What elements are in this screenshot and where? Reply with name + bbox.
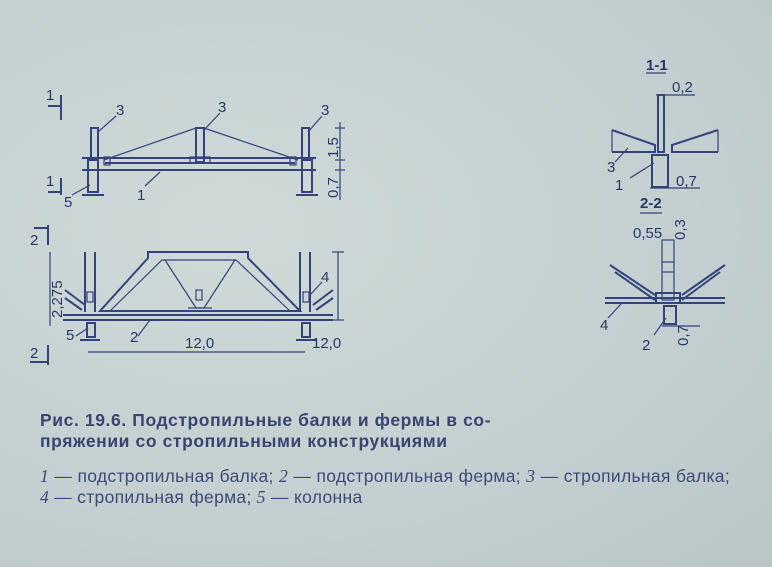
rafter-beam-left [90, 127, 99, 161]
dim-sec1-base: 0,7 [676, 173, 697, 190]
structural-diagram: 3 3 3 1 5 1 1 1,5 0,7 1-1 0,2 0,7 3 1 [30, 57, 726, 365]
section-2-2: 2-2 0,55 0,3 0,7 4 2 [600, 195, 726, 354]
legend-num-3: 3 [526, 466, 536, 486]
label-3-left: 3 [116, 102, 124, 119]
section-1-1: 1-1 0,2 0,7 3 1 [607, 57, 719, 194]
label-5-truss: 5 [66, 327, 74, 344]
dim-beam-base: 0,7 [325, 177, 342, 198]
column-right [301, 159, 313, 193]
label-3-right: 3 [321, 102, 329, 119]
section-mark-1-top: 1 [46, 87, 54, 104]
legend-num-4: 4 [40, 487, 50, 507]
dim-sec2-b: 0,3 [672, 219, 689, 240]
legend-text-1: — подстропильная балка; [49, 466, 279, 486]
legend-text-4: — стропильная ферма; [49, 487, 257, 507]
dim-span-right: 12,0 [312, 335, 341, 352]
dim-sec2-a: 0,55 [633, 225, 662, 242]
sec2-label-4: 4 [600, 317, 608, 334]
dim-span: 12,0 [185, 335, 214, 352]
legend-text-3: — стропильная балка; [535, 466, 730, 486]
legend-num-2: 2 [278, 466, 289, 486]
legend-text-2: — подстропильная ферма; [288, 466, 527, 486]
section-mark-1-bottom: 1 [46, 173, 54, 190]
caption-line-1: Рис. 19.6. Подстропильные балки и фермы … [40, 410, 492, 430]
label-1: 1 [137, 187, 145, 204]
label-4: 4 [321, 269, 329, 286]
section-mark-2-bottom: 2 [30, 345, 38, 362]
beam-elevation: 3 3 3 1 5 1 1 1,5 0,7 [46, 87, 345, 211]
label-3-center: 3 [218, 99, 226, 116]
figure-caption: Рис. 19.6. Подстропильные балки и фермы … [40, 410, 730, 452]
section-2-2-title: 2-2 [640, 195, 662, 212]
section-1-1-title: 1-1 [646, 57, 668, 74]
dim-truss-height: 2,275 [49, 280, 66, 318]
dim-beam-height: 1,5 [325, 137, 342, 158]
legend-text-5: — колонна [265, 487, 363, 507]
column-left [87, 159, 99, 193]
label-5: 5 [64, 194, 72, 211]
legend-num-1: 1 [40, 466, 50, 486]
sec2-label-2: 2 [642, 337, 650, 354]
section-mark-2-top: 2 [30, 232, 38, 249]
sec1-label-3: 3 [607, 159, 615, 176]
dim-sec1-web: 0,2 [672, 79, 693, 96]
rafter-beam-center [195, 127, 205, 163]
legend-num-5: 5 [256, 487, 266, 507]
dim-sec2-base: 0,7 [675, 325, 692, 346]
sec1-label-1: 1 [615, 177, 623, 194]
rafter-beam-right [301, 127, 310, 159]
caption-line-2: пряжении со стропильными конструкциями [40, 431, 448, 451]
figure-legend: 1 — подстропильная балка; 2 — подстропил… [40, 466, 730, 508]
truss-elevation: 2 4 5 12,0 12,0 2,275 2 2 [30, 225, 344, 365]
label-2: 2 [130, 329, 138, 346]
